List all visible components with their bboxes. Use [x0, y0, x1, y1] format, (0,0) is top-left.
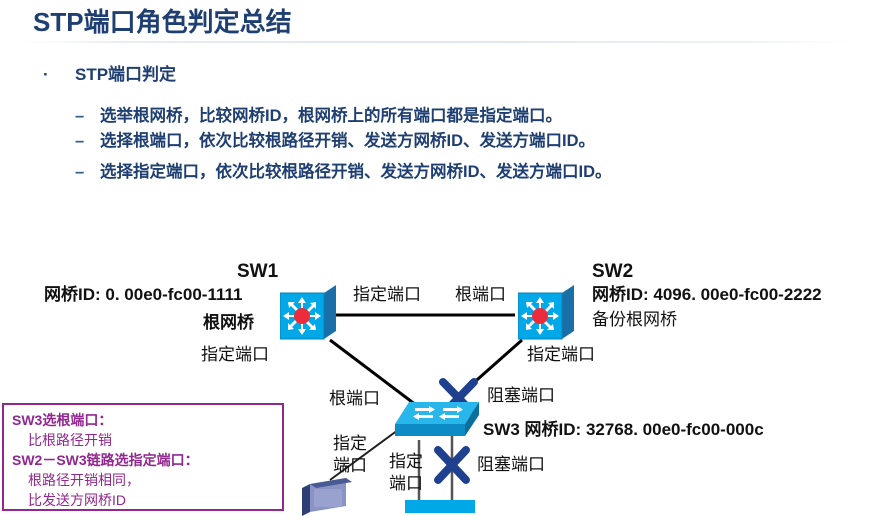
sw1-port-down-label: 指定端口: [201, 345, 269, 364]
bullet-level1: · STP端口判定: [43, 60, 176, 85]
note-line: SW3选根端口：: [12, 412, 113, 428]
title-divider: [22, 41, 850, 43]
sw1-role-label: 根网桥: [203, 313, 254, 332]
note-line: 根路径开销相同，: [28, 472, 140, 488]
bullet-level2-item: –选择指定端口，依次比较根路径开销、发送方网桥ID、发送方端口ID。: [75, 158, 612, 182]
dash-marker-icon: –: [75, 107, 85, 125]
sw3-designated-port-label-1-line2: 端口: [333, 456, 367, 475]
sw3-blocked-port-label-2: 阻塞端口: [477, 455, 545, 474]
lower-switch-icon: [405, 500, 475, 513]
sw3-designated-port-label-2-line1: 指定: [389, 452, 423, 471]
note-line: SW2－SW3链路选指定端口：: [12, 452, 199, 468]
sw3-name-and-bridge-id: SW3 网桥ID: 32768. 00e0-fc00-000c: [483, 420, 764, 439]
sw2-port-down-label: 指定端口: [527, 345, 595, 364]
bullet-level1-label: STP端口判定: [75, 65, 177, 84]
sw2-port-left-label: 根端口: [455, 285, 506, 304]
sw3-blocked-port-label-1: 阻塞端口: [487, 386, 555, 405]
bullet-level2-label: 选举根网桥，比较网桥ID，根网桥上的所有端口都是指定端口。: [100, 107, 562, 125]
sw2-bridge-id: 网桥ID: 4096. 00e0-fc00-2222: [592, 285, 822, 304]
sw3-designated-port-label-1-line1: 指定: [333, 434, 367, 453]
dash-marker-icon: –: [75, 132, 85, 150]
sw1-name: SW1: [237, 261, 279, 282]
note-line: 比根路径开销: [28, 432, 112, 448]
pc-workstation-icon: [302, 478, 352, 516]
link-sw3-pc: [329, 429, 399, 481]
bullet-level2-item: –选择根端口，依次比较根路径开销、发送方网桥ID、发送方端口ID。: [75, 127, 595, 151]
bullet-marker-icon: ·: [43, 65, 49, 84]
bullet-level2-label: 选择根端口，依次比较根路径开销、发送方网桥ID、发送方端口ID。: [100, 132, 595, 150]
switch-sw3-icon: [395, 402, 479, 436]
note-box: SW3选根端口： 比根路径开销 SW2－SW3链路选指定端口： 根路径开销相同，…: [2, 403, 284, 511]
sw1-bridge-id: 网桥ID: 0. 00e0-fc00-1111: [44, 285, 243, 304]
switch-sw2-icon: [518, 285, 574, 340]
dash-marker-icon: –: [75, 163, 85, 181]
link-sw1-sw3: [329, 338, 421, 410]
note-line: 比发送方网桥ID: [28, 492, 126, 508]
sw3-root-port-label: 根端口: [329, 389, 380, 408]
blocked-port-x-icon-2: [434, 446, 470, 484]
bullet-level2-item: –选举根网桥，比较网桥ID，根网桥上的所有端口都是指定端口。: [75, 102, 562, 126]
sw3-designated-port-label-2-line2: 端口: [389, 474, 423, 493]
bullet-level2-label: 选择指定端口，依次比较根路径开销、发送方网桥ID、发送方端口ID。: [100, 163, 612, 181]
page-title: STP端口角色判定总结: [33, 7, 292, 37]
sw2-role-label: 备份根网桥: [592, 310, 677, 329]
switch-sw1-icon: [280, 285, 336, 340]
sw1-port-right-label: 指定端口: [353, 285, 421, 304]
sw2-name: SW2: [592, 261, 634, 282]
